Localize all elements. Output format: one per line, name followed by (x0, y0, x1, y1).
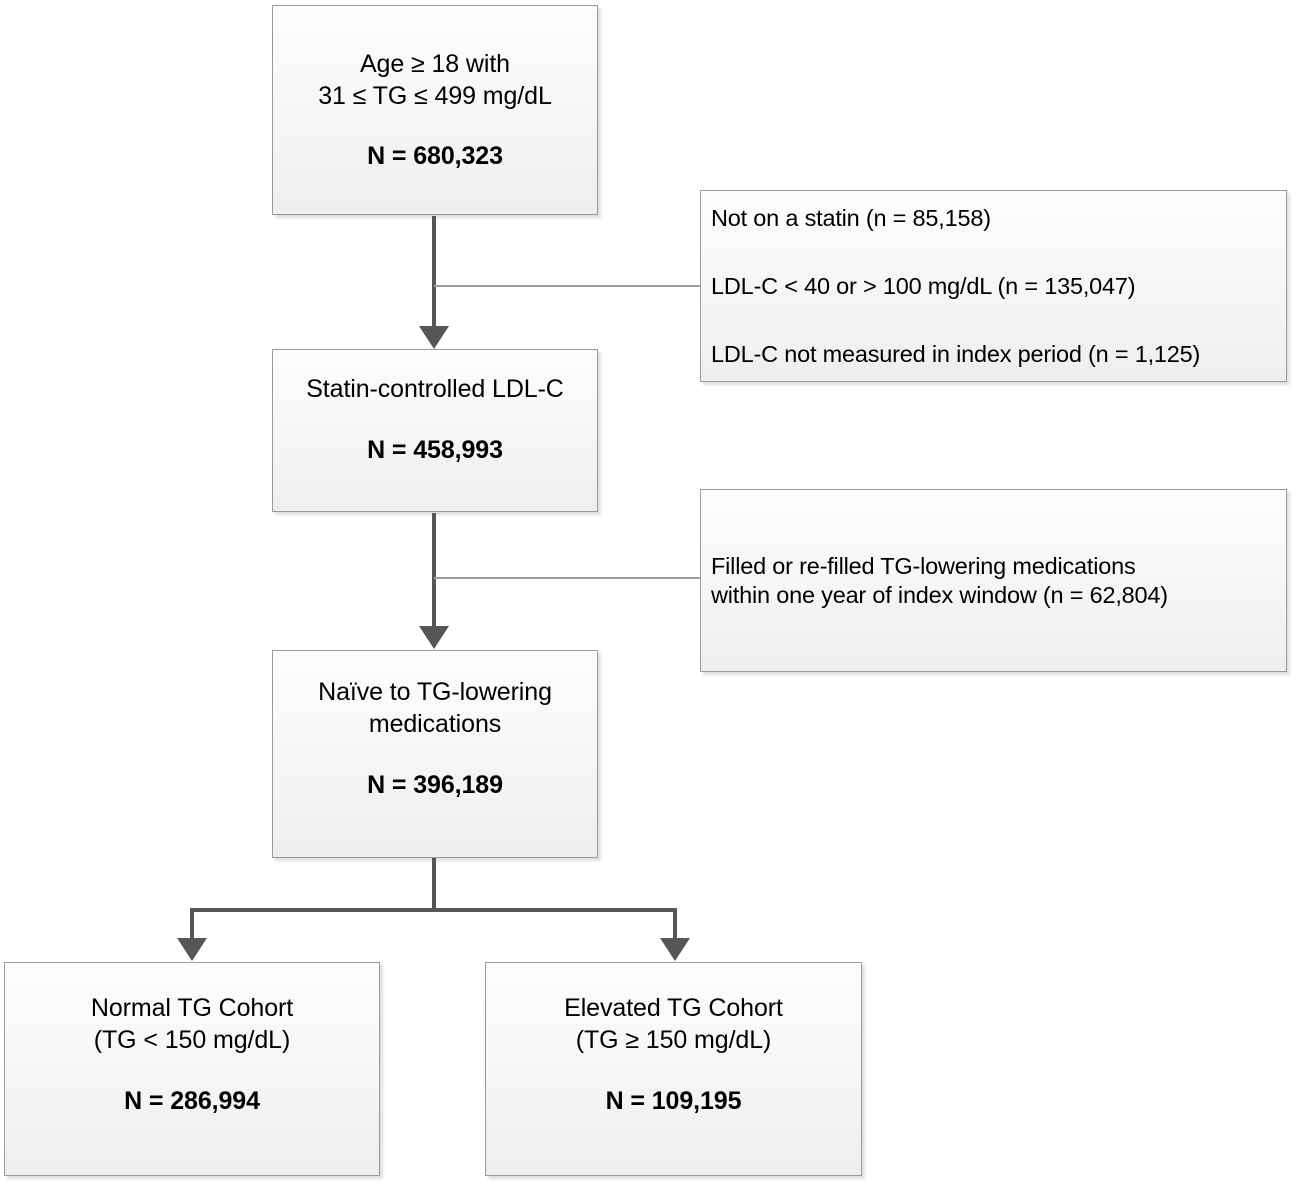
node-naive-count: N = 396,189 (367, 770, 503, 799)
node-statin-controlled-title: Statin-controlled LDL-C (306, 375, 564, 403)
exclusion-one-line-3: LDL-C not measured in index period (n = … (711, 341, 1201, 368)
arrowhead-to-normal-cohort (177, 938, 207, 961)
arrowhead-eligible-to-statin (419, 326, 449, 349)
node-elevated-tg-cohort: Elevated TG Cohort (TG ≥ 150 mg/dL) N = … (485, 962, 862, 1176)
node-statin-controlled: Statin-controlled LDL-C N = 458,993 (272, 349, 598, 512)
connector-split-left-drop (190, 908, 194, 940)
exclusion-two-line-1: Filled or re-filled TG-lowering medicati… (711, 553, 1168, 608)
node-elevated-cohort-count: N = 109,195 (605, 1086, 742, 1115)
connector-exclusion-two-branch (434, 577, 700, 579)
node-eligible-count: N = 680,323 (367, 142, 503, 171)
connector-split-stem (432, 858, 436, 912)
node-normal-cohort-count: N = 286,994 (124, 1086, 260, 1115)
node-eligible-title: Age ≥ 18 with 31 ≤ TG ≤ 499 mg/dL (318, 49, 552, 110)
connector-split-crossbar (190, 908, 677, 912)
connector-split-right-drop (673, 908, 677, 940)
node-elevated-cohort-title: Elevated TG Cohort (TG ≥ 150 mg/dL) (564, 994, 783, 1054)
node-eligible-population: Age ≥ 18 with 31 ≤ TG ≤ 499 mg/dL N = 68… (272, 5, 598, 215)
node-naive-to-tg-lowering: Naïve to TG-lowering medications N = 396… (272, 650, 598, 858)
arrowhead-statin-to-naive (419, 626, 449, 649)
node-normal-cohort-title: Normal TG Cohort (TG < 150 mg/dL) (90, 994, 294, 1054)
connector-eligible-to-statin (432, 216, 436, 328)
connector-statin-to-naive (432, 513, 436, 628)
node-normal-tg-cohort: Normal TG Cohort (TG < 150 mg/dL) N = 28… (4, 962, 380, 1176)
arrowhead-to-elevated-cohort (660, 938, 690, 961)
exclusion-one-line-1: Not on a statin (n = 85,158) (711, 204, 991, 231)
node-statin-controlled-count: N = 458,993 (367, 435, 503, 464)
connector-exclusion-one-branch (434, 285, 700, 287)
exclusion-one-line-2: LDL-C < 40 or > 100 mg/dL (n = 135,047) (711, 272, 1136, 299)
exclusion-box-step-two: Filled or re-filled TG-lowering medicati… (700, 489, 1287, 672)
node-naive-title: Naïve to TG-lowering medications (318, 678, 552, 738)
exclusion-box-step-one: Not on a statin (n = 85,158) LDL-C < 40 … (700, 190, 1287, 382)
